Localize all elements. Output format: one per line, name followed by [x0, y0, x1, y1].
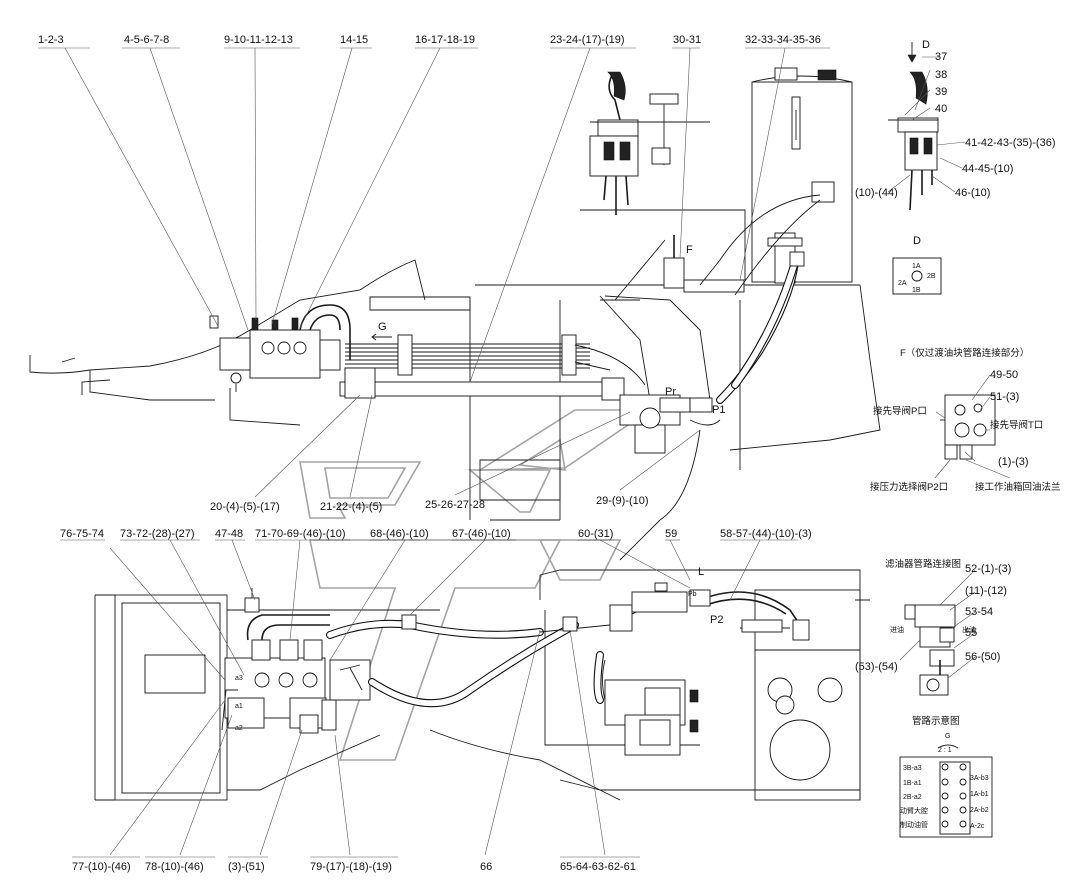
valve-a3-label: a3	[235, 675, 243, 682]
lower-hoses	[326, 591, 810, 708]
port-g-label: G	[378, 321, 387, 333]
plate-1a: 1A	[912, 263, 921, 270]
piping-view-label: G	[945, 733, 950, 740]
port-g-arrow	[371, 333, 392, 341]
pilot-joystick-upper	[589, 71, 710, 215]
callout-71-69: 71-70-69-(46)-(10)	[255, 528, 345, 540]
main-valve-upper	[209, 304, 351, 392]
callout-65-61: 65-64-63-62-61	[560, 861, 636, 873]
port-pr-label: Pr	[665, 386, 676, 398]
upper-return-hose	[699, 194, 821, 404]
callout-30-31: 30-31	[673, 34, 701, 46]
upper-frame	[29, 209, 881, 561]
pipe-left-2: 2B-a2	[903, 794, 922, 801]
main-valve-lower	[221, 588, 371, 734]
pipe-right-0: 3A-b3	[970, 775, 989, 782]
filter-out-label: 出油	[962, 625, 976, 634]
callout-60: 60-(31)	[578, 528, 613, 540]
filter-detail	[904, 604, 956, 696]
callout-51: 51-(3)	[990, 391, 1019, 403]
callout-3-51: (3)-(51)	[228, 861, 265, 873]
callout-53-54: 53-54	[965, 606, 993, 618]
view-f-title: F（仅过渡油块管路连接部分）	[900, 347, 1029, 359]
callout-37: 37	[935, 51, 947, 63]
callout-10-44: (10)-(44)	[855, 187, 898, 199]
port-p2-label: P2	[710, 614, 723, 626]
callout-47-48: 47-48	[215, 528, 243, 540]
callout-66: 66	[480, 861, 492, 873]
view-f-block	[940, 394, 996, 460]
view-f-pilot-p: 接先导阀P口	[873, 405, 927, 417]
callout-1-3-f: (1)-(3)	[998, 456, 1029, 468]
lower-frame	[94, 569, 870, 801]
hydraulic-tank	[751, 67, 853, 284]
view-d-arrow-label: D	[922, 39, 930, 51]
pressure-valve-upper	[619, 235, 745, 454]
pipe-left-0: 3B-a3	[903, 765, 922, 772]
pipe-left-4: 制动油管	[900, 820, 928, 829]
view-d-title: D	[913, 235, 921, 247]
callout-56: 56-(50)	[965, 651, 1000, 663]
callout-68: 68-(46)-(10)	[370, 528, 429, 540]
pipe-right-2: 2A-b2	[970, 807, 989, 814]
valve-a2-label: a2	[235, 725, 243, 732]
callout-4-8: 4-5-6-7-8	[124, 34, 169, 46]
piping-schematic	[899, 744, 993, 838]
callout-39: 39	[935, 86, 947, 98]
filter-title: 滤油器管路连接图	[885, 558, 961, 570]
piping-scale: 2 : 1	[938, 747, 952, 754]
filter-in-label: 进油	[890, 625, 904, 634]
callout-21-22: 21-22-(4)-(5)	[320, 501, 382, 513]
pipe-left-3: 动臂大腔	[900, 806, 928, 815]
callout-73-72: 73-72-(28)-(27)	[120, 528, 195, 540]
callout-11-12: (11)-(12)	[965, 585, 1007, 597]
pipe-right-1: 1A-b1	[970, 791, 989, 798]
callout-77: 77-(10)-(46)	[72, 861, 131, 873]
view-d-joystick	[888, 42, 942, 295]
watermark-logo	[299, 409, 653, 761]
callout-14-15: 14-15	[340, 34, 368, 46]
pipe-left-1: 1B-a1	[903, 780, 922, 787]
callout-67: 67-(46)-(10)	[452, 528, 511, 540]
callout-29: 29-(9)-(10)	[596, 495, 649, 507]
callout-44-45: 44-45-(10)	[962, 163, 1013, 175]
port-l-label: L	[698, 566, 704, 578]
callout-41-43: 41-42-43-(35)-(36)	[965, 137, 1055, 149]
callout-16-19: 16-17-18-19	[415, 34, 475, 46]
callout-49-50: 49-50	[990, 369, 1018, 381]
view-f-pilot-t: 接先导阀T口	[990, 419, 1043, 431]
callout-52: 52-(1)-(3)	[965, 563, 1011, 575]
upper-pipes	[339, 239, 711, 401]
callout-53-54-b: (53)-(54)	[855, 661, 898, 673]
view-f-p2: 接压力选择阀P2口	[870, 481, 948, 493]
pipe-right-3: A-2c	[970, 823, 985, 830]
lower-pumps	[602, 582, 711, 756]
port-f-label: F	[686, 244, 693, 256]
callout-32-36: 32-33-34-35-36	[745, 34, 821, 46]
callout-79: 79-(17)-(18)-(19)	[310, 861, 392, 873]
callout-78: 78-(10)-(46)	[145, 861, 204, 873]
callout-58-57: 58-57-(44)-(10)-(3)	[720, 528, 812, 540]
callout-40: 40	[935, 103, 947, 115]
callout-23-24: 23-24-(17)-(19)	[550, 34, 625, 46]
callout-1-2-3: 1-2-3	[38, 34, 64, 46]
piping-title: 管路示意图	[912, 715, 960, 727]
callout-46: 46-(10)	[955, 187, 990, 199]
callout-9-13: 9-10-11-12-13	[224, 34, 293, 46]
callout-38: 38	[935, 69, 947, 81]
plate-2b: 2B	[927, 273, 936, 280]
callout-20: 20-(4)-(5)-(17)	[210, 501, 280, 513]
port-pb-label: Pb	[688, 591, 697, 598]
port-p1-label: P1	[712, 404, 725, 416]
callout-55: 55	[965, 627, 977, 639]
callout-76-74: 76-75-74	[60, 528, 104, 540]
plate-2a: 2A	[898, 280, 907, 287]
callout-59: 59	[665, 528, 677, 540]
view-f-return: 接工作油箱回油法兰	[975, 481, 1061, 493]
callout-25-28: 25-26-27-28	[425, 499, 485, 511]
leader-lines	[38, 47, 1011, 858]
valve-a1-label: a1	[235, 703, 243, 710]
plate-1b: 1B	[912, 287, 921, 294]
